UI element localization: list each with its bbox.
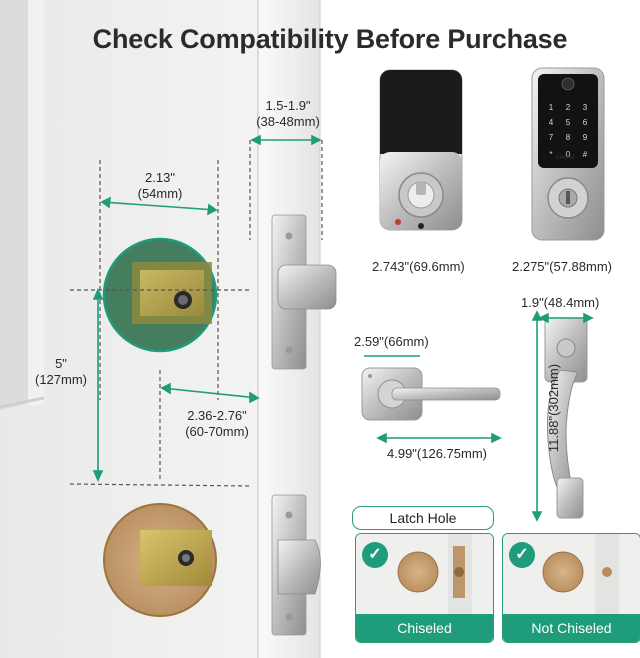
bore-hole-label: 2.13" (54mm) <box>120 170 200 202</box>
checkmark-icon: ✓ <box>362 542 388 568</box>
svg-text:0: 0 <box>566 150 571 159</box>
chiseled-label: Chiseled <box>356 614 493 642</box>
hole-spacing-label: 5" (127mm) <box>26 356 96 388</box>
not-chiseled-label: Not Chiseled <box>503 614 640 642</box>
svg-text:3: 3 <box>583 103 588 112</box>
door-thickness-label: 1.5-1.9" (38-48mm) <box>248 98 328 130</box>
handle-height-label: 11.88"(302mm) <box>546 363 561 453</box>
hole-spacing-value: 5" <box>55 356 67 371</box>
svg-text:*: * <box>549 150 552 159</box>
backset-value: 2.36-2.76" <box>187 408 247 423</box>
svg-text:2: 2 <box>566 103 571 112</box>
page-title: Check Compatibility Before Purchase <box>92 24 568 54</box>
handle-width-label: 1.9"(48.4mm) <box>521 295 600 310</box>
lever-length-label: 4.99"(126.75mm) <box>387 446 487 461</box>
door-thickness-metric: (38-48mm) <box>256 114 320 129</box>
svg-text:4: 4 <box>549 118 554 127</box>
backset-label: 2.36-2.76" (60-70mm) <box>172 408 262 440</box>
svg-text:6: 6 <box>583 118 588 127</box>
svg-text:7: 7 <box>549 133 554 142</box>
bore-hole-value: 2.13" <box>145 170 175 185</box>
chiseled-illustration <box>356 534 493 614</box>
bore-hole-metric: (54mm) <box>137 186 183 201</box>
checkmark-icon: ✓ <box>509 542 535 568</box>
lever-rose-label: 2.59"(66mm) <box>354 334 429 349</box>
door-thickness-value: 1.5-1.9" <box>265 98 311 113</box>
backset-metric: (60-70mm) <box>185 424 249 439</box>
keypad-width-label: 2.275"(57.88mm) <box>512 259 612 274</box>
svg-text:#: # <box>583 150 588 159</box>
svg-text:9: 9 <box>583 133 588 142</box>
chiseled-option: ✓ Chiseled <box>355 533 494 643</box>
deadbolt-width-label: 2.743"(69.6mm) <box>372 259 465 274</box>
latch-hole-title: Latch Hole <box>352 506 494 530</box>
svg-text:8: 8 <box>566 133 571 142</box>
svg-text:5: 5 <box>566 118 571 127</box>
keypad-brand: smonet <box>555 155 575 161</box>
not-chiseled-option: ✓ Not Chiseled <box>502 533 640 643</box>
hole-spacing-metric: (127mm) <box>34 372 87 387</box>
svg-text:1: 1 <box>549 103 554 112</box>
